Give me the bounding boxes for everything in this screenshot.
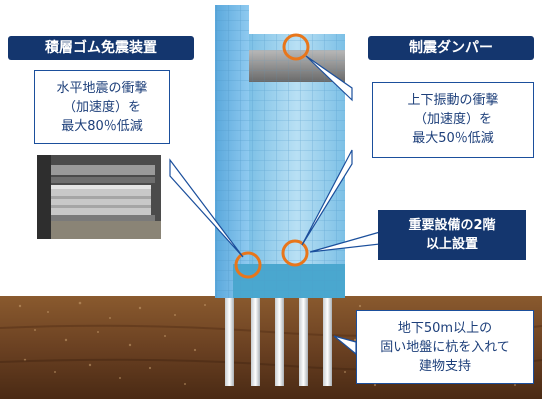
isolation-marker (234, 251, 262, 279)
right-title: 制震ダンパー (368, 36, 534, 60)
left-title: 積層ゴム免震装置 (8, 36, 194, 60)
callout-piles-line3: 建物支持 (418, 359, 471, 374)
callout-horizontal-line1: 水平地震の衝撃 (56, 81, 148, 96)
foundation-piles (225, 294, 332, 386)
callout-horizontal-line3: 最大80％低減 (61, 119, 143, 134)
callout-horizontal: 水平地震の衝撃 （加速度）を 最大80％低減 (34, 70, 170, 144)
callout-vertical: 上下振動の衝撃 （加速度）を 最大50％低減 (372, 82, 534, 158)
tower-left (215, 5, 249, 298)
callout-equipment-line2: 以上設置 (425, 237, 478, 252)
callout-piles: 地下50m以上の 固い地盤に杭を入れて 建物支持 (356, 310, 534, 384)
callout-vertical-line3: 最大50％低減 (412, 131, 494, 146)
callout-piles-line2: 固い地盤に杭を入れて (380, 340, 510, 355)
marker-circles (234, 33, 310, 279)
callout-horizontal-line2: （加速度）を (62, 100, 141, 115)
damper-marker (282, 33, 310, 61)
photo-image (37, 155, 161, 239)
callout-vertical-line2: （加速度）を (413, 112, 492, 127)
callout-pointers (169, 55, 381, 356)
callout-equipment-line1: 重要設備の2階 (408, 218, 496, 233)
callout-equipment: 重要設備の2階 以上設置 (378, 210, 526, 260)
equipment-marker (281, 239, 309, 267)
seismic-isolation-bearing-photo (37, 155, 161, 239)
callout-vertical-line1: 上下振動の衝撃 (407, 93, 499, 108)
callout-piles-line1: 地下50m以上の (397, 321, 493, 336)
